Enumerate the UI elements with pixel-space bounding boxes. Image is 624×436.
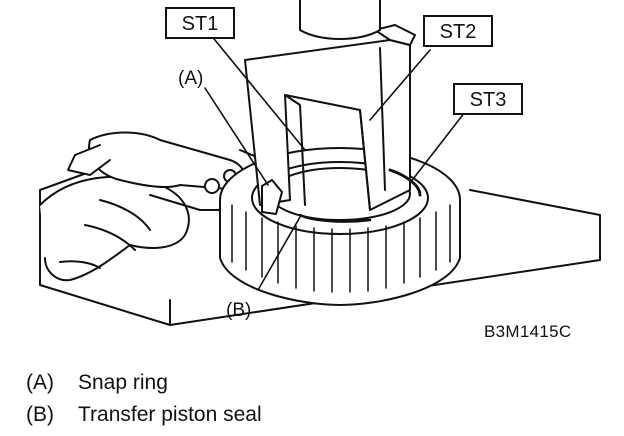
st1-shaft	[299, 0, 381, 40]
st1-label-box	[165, 7, 235, 39]
st1-label: ST1	[182, 13, 219, 35]
label-b: (B)	[226, 300, 251, 321]
st3-ring	[388, 168, 422, 197]
st2-label-box	[423, 15, 493, 47]
st2-label: ST2	[440, 21, 477, 43]
piston-seal	[298, 213, 372, 223]
drum-wall	[219, 199, 461, 306]
legend-item-b: (B) Transfer piston seal	[26, 403, 262, 427]
legend-item-a: (A) Snap ring	[26, 371, 168, 395]
legend-text: Snap ring	[78, 371, 168, 394]
figure-code: B3M1415C	[484, 322, 572, 341]
st3-label-box	[453, 83, 523, 115]
label-a: (A)	[178, 68, 203, 89]
st3-label: ST3	[470, 89, 507, 111]
legend-key: (B)	[26, 403, 54, 426]
hand	[39, 175, 190, 282]
snap-ring	[261, 179, 283, 215]
legend-text: Transfer piston seal	[78, 403, 262, 426]
illustration: ST1 ST2 ST3 (A) (B)	[39, 0, 601, 326]
legend-key: (A)	[26, 371, 54, 394]
